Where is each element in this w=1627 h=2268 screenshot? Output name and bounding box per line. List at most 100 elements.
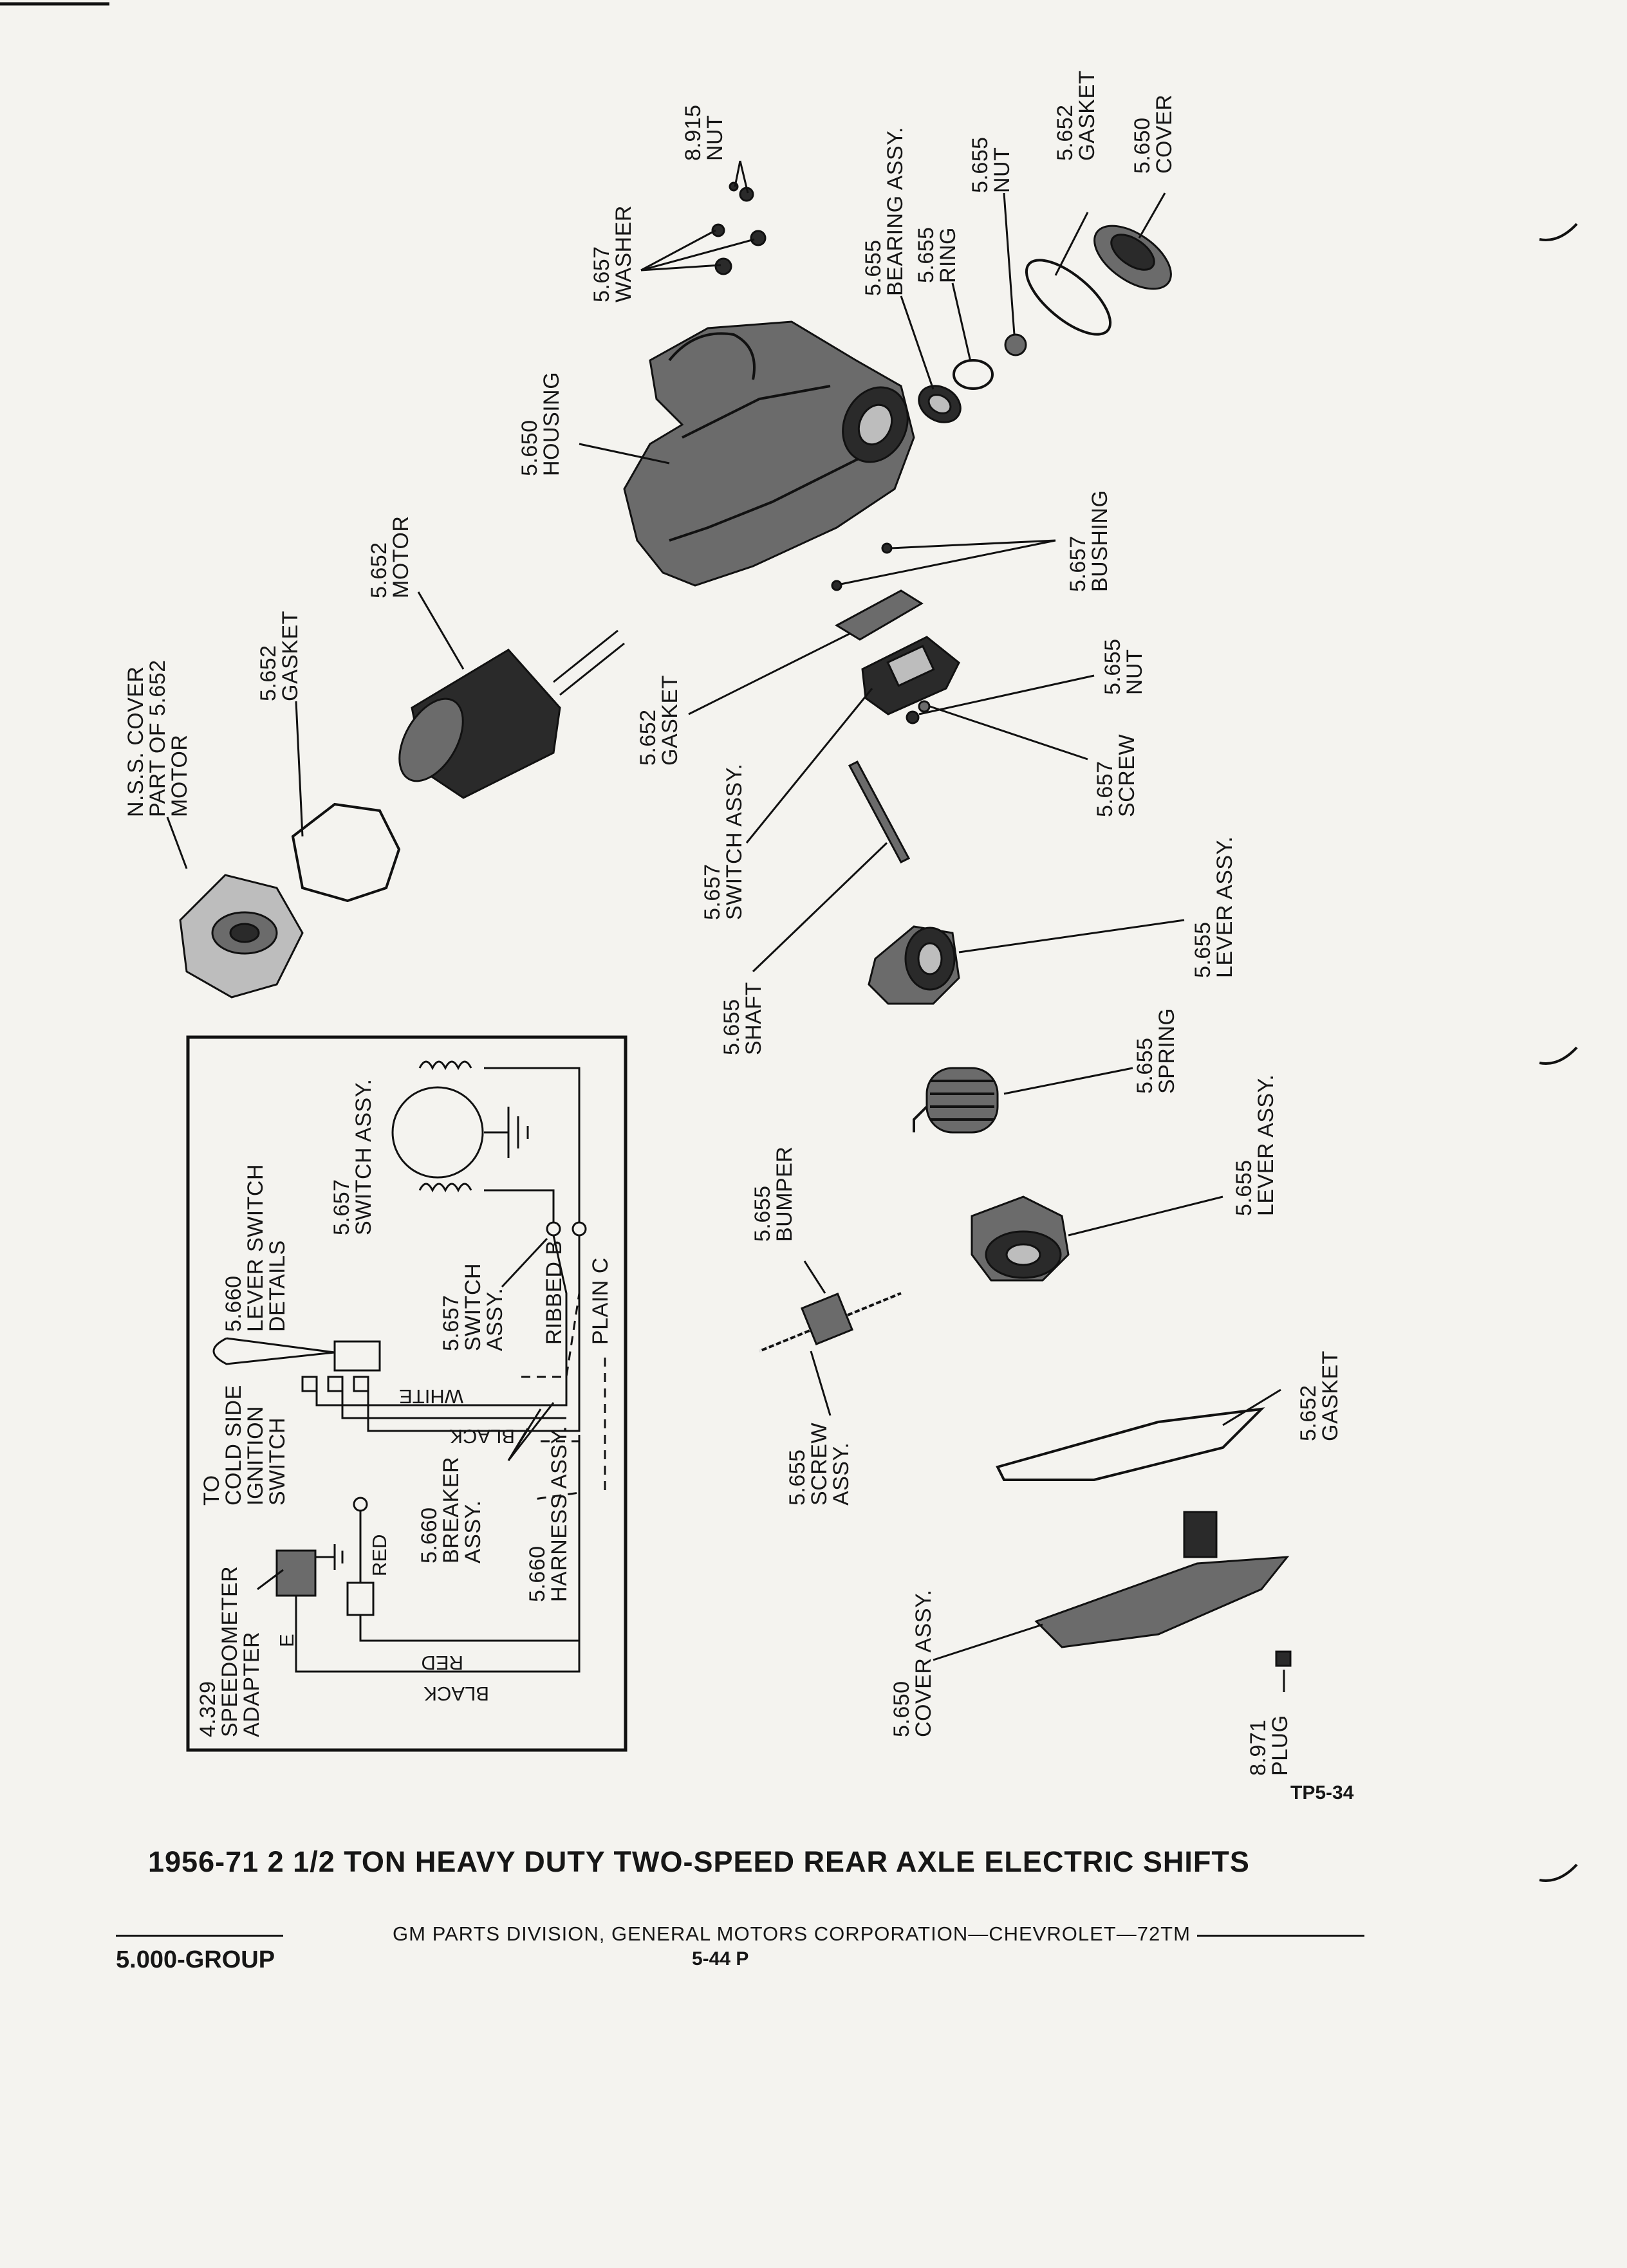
wiring-lever-switch-l2: LEVER SWITCH	[243, 1164, 268, 1332]
wiring-ignition-l3: IGNITION	[243, 1406, 268, 1506]
wiring-black-top: BLACK	[449, 1425, 515, 1448]
label-motor-num: 5.652	[367, 542, 391, 598]
label-washer-num: 5.657	[590, 246, 614, 302]
gasket-motor	[291, 802, 401, 903]
wiring-red-bottom: RED	[422, 1652, 463, 1674]
bumper-screw-assy	[758, 1291, 902, 1353]
switch-assy-part	[861, 636, 960, 715]
label-cover-assy-num: 5.650	[889, 1681, 914, 1737]
wiring-e-label: E	[275, 1634, 298, 1647]
page-number: 5-44 P	[692, 1948, 749, 1969]
label-bearing-name: BEARING ASSY.	[883, 127, 907, 296]
speedometer-adapter-symbol	[275, 1549, 317, 1597]
label-housing-name: HOUSING	[539, 372, 564, 476]
label-lever2-num: 5.655	[1232, 1159, 1256, 1216]
wiring-speedometer-num: 4.329	[196, 1681, 220, 1737]
label-nss-l2: PART OF 5.652	[145, 659, 170, 817]
lever-assy-2	[971, 1195, 1070, 1282]
label-nut-8915-num: 8.915	[681, 104, 705, 161]
label-nss-l1: N.S.S. COVER	[124, 666, 148, 817]
wiring-switch-mid-l3: ASSY.	[483, 1288, 507, 1351]
label-shaft-num: 5.655	[720, 999, 744, 1055]
spring-part	[913, 1067, 999, 1134]
wiring-red-label: RED	[368, 1535, 391, 1576]
wiring-ignition-l4: SWITCH	[265, 1417, 290, 1506]
footer-rule-left	[116, 1935, 283, 1937]
label-gasket-cover-num: 5.652	[1296, 1385, 1321, 1441]
wiring-plain: PLAIN C	[588, 1257, 613, 1345]
label-lever2-name: LEVER ASSY.	[1254, 1074, 1278, 1216]
label-nut-top-num: 5.655	[968, 136, 992, 193]
label-nut-top-name: NUT	[990, 147, 1014, 193]
ring	[953, 359, 994, 390]
wiring-ignition-l1: TO	[200, 1475, 224, 1506]
wiring-diagram: 5.657 SWITCH ASSY. 5.660 LEVER SWITCH DE…	[186, 1035, 628, 1752]
wiring-ribbed: RIBBED B	[542, 1240, 566, 1345]
label-nut-side-num: 5.655	[1101, 638, 1125, 695]
motor	[398, 629, 625, 799]
footer-publisher: GM PARTS DIVISION, GENERAL MOTORS CORPOR…	[393, 1922, 1191, 1945]
label-nut-side-name: NUT	[1122, 649, 1147, 695]
scan-artifacts	[0, 2, 1578, 1882]
label-screw-assy-num: 5.655	[785, 1449, 810, 1506]
label-screw-assy-l3: ASSY.	[829, 1443, 853, 1506]
wiring-switch-mid-l2: SWITCH	[461, 1263, 485, 1351]
label-cover-assy-name: COVER ASSY.	[911, 1589, 936, 1737]
wiring-harness-num: 5.660	[525, 1545, 550, 1602]
label-plug-name: PLUG	[1268, 1715, 1292, 1776]
wiring-lever-switch-l3: DETAILS	[265, 1240, 290, 1332]
label-bushing-name: BUSHING	[1088, 490, 1112, 592]
wiring-breaker-l3: ASSY.	[461, 1500, 485, 1563]
label-bushing-num: 5.657	[1066, 535, 1090, 592]
wiring-switch-top-name: SWITCH ASSY.	[351, 1079, 376, 1235]
label-gasket-cover-name: GASKET	[1318, 1351, 1343, 1441]
label-plug-num: 8.971	[1246, 1719, 1270, 1776]
label-gasket-motor-name: GASKET	[278, 611, 302, 701]
bushing-1	[881, 542, 893, 554]
label-gasket-motor-num: 5.652	[256, 645, 281, 701]
leader-lines	[166, 160, 1285, 1692]
label-nut-8915-name: NUT	[703, 115, 727, 161]
label-screw-name: SCREW	[1115, 734, 1139, 817]
wiring-switch-mid-num: 5.657	[439, 1295, 463, 1351]
motor-symbol	[391, 1086, 484, 1179]
top-cover	[1093, 225, 1172, 290]
label-screw-num: 5.657	[1093, 761, 1117, 817]
bushing-2	[831, 580, 842, 591]
housing	[623, 320, 915, 587]
nss-cover	[179, 874, 304, 999]
label-housing-num: 5.650	[517, 419, 542, 476]
label-bumper-name: BUMPER	[772, 1147, 797, 1242]
wiring-harness-name: HARNESS ASSY.	[547, 1426, 572, 1602]
wiring-speedometer-l2: SPEEDOMETER	[218, 1566, 242, 1737]
bearing-assy	[918, 385, 962, 423]
label-gasket-switch-num: 5.652	[636, 709, 660, 766]
wiring-speedometer-l3: ADAPTER	[239, 1632, 264, 1737]
wiring-breaker-num: 5.660	[417, 1507, 442, 1563]
nut-side-part	[906, 710, 920, 724]
lever-assy-1	[868, 925, 960, 1005]
label-ring-name: RING	[936, 227, 960, 283]
wiring-breaker-l2: BREAKER	[439, 1457, 463, 1563]
wiring-lever-switch-num: 5.660	[221, 1275, 246, 1332]
label-lever1-name: LEVER ASSY.	[1213, 836, 1237, 978]
washer-nut-set	[711, 181, 767, 275]
label-cover-top-name: COVER	[1152, 95, 1176, 174]
plug-part	[1275, 1650, 1292, 1667]
breaker-symbol	[346, 1581, 375, 1616]
label-spring-name: SPRING	[1155, 1008, 1179, 1094]
label-gasket-top-name: GASKET	[1075, 70, 1099, 161]
label-ring-num: 5.655	[914, 226, 938, 283]
label-switch-assy-num: 5.657	[700, 863, 725, 920]
label-bumper-num: 5.655	[750, 1185, 775, 1242]
lever-switch-handle	[212, 1337, 335, 1365]
shaft-part	[848, 761, 911, 863]
label-cover-top-num: 5.650	[1130, 117, 1155, 174]
label-washer-name: WASHER	[611, 205, 636, 302]
footer-rule-right	[1197, 1935, 1364, 1937]
wiring-black-bottom: BLACK	[423, 1683, 489, 1705]
wiring-diagram-frame	[186, 1035, 628, 1752]
group-label: 5.000-GROUP	[116, 1946, 275, 1973]
